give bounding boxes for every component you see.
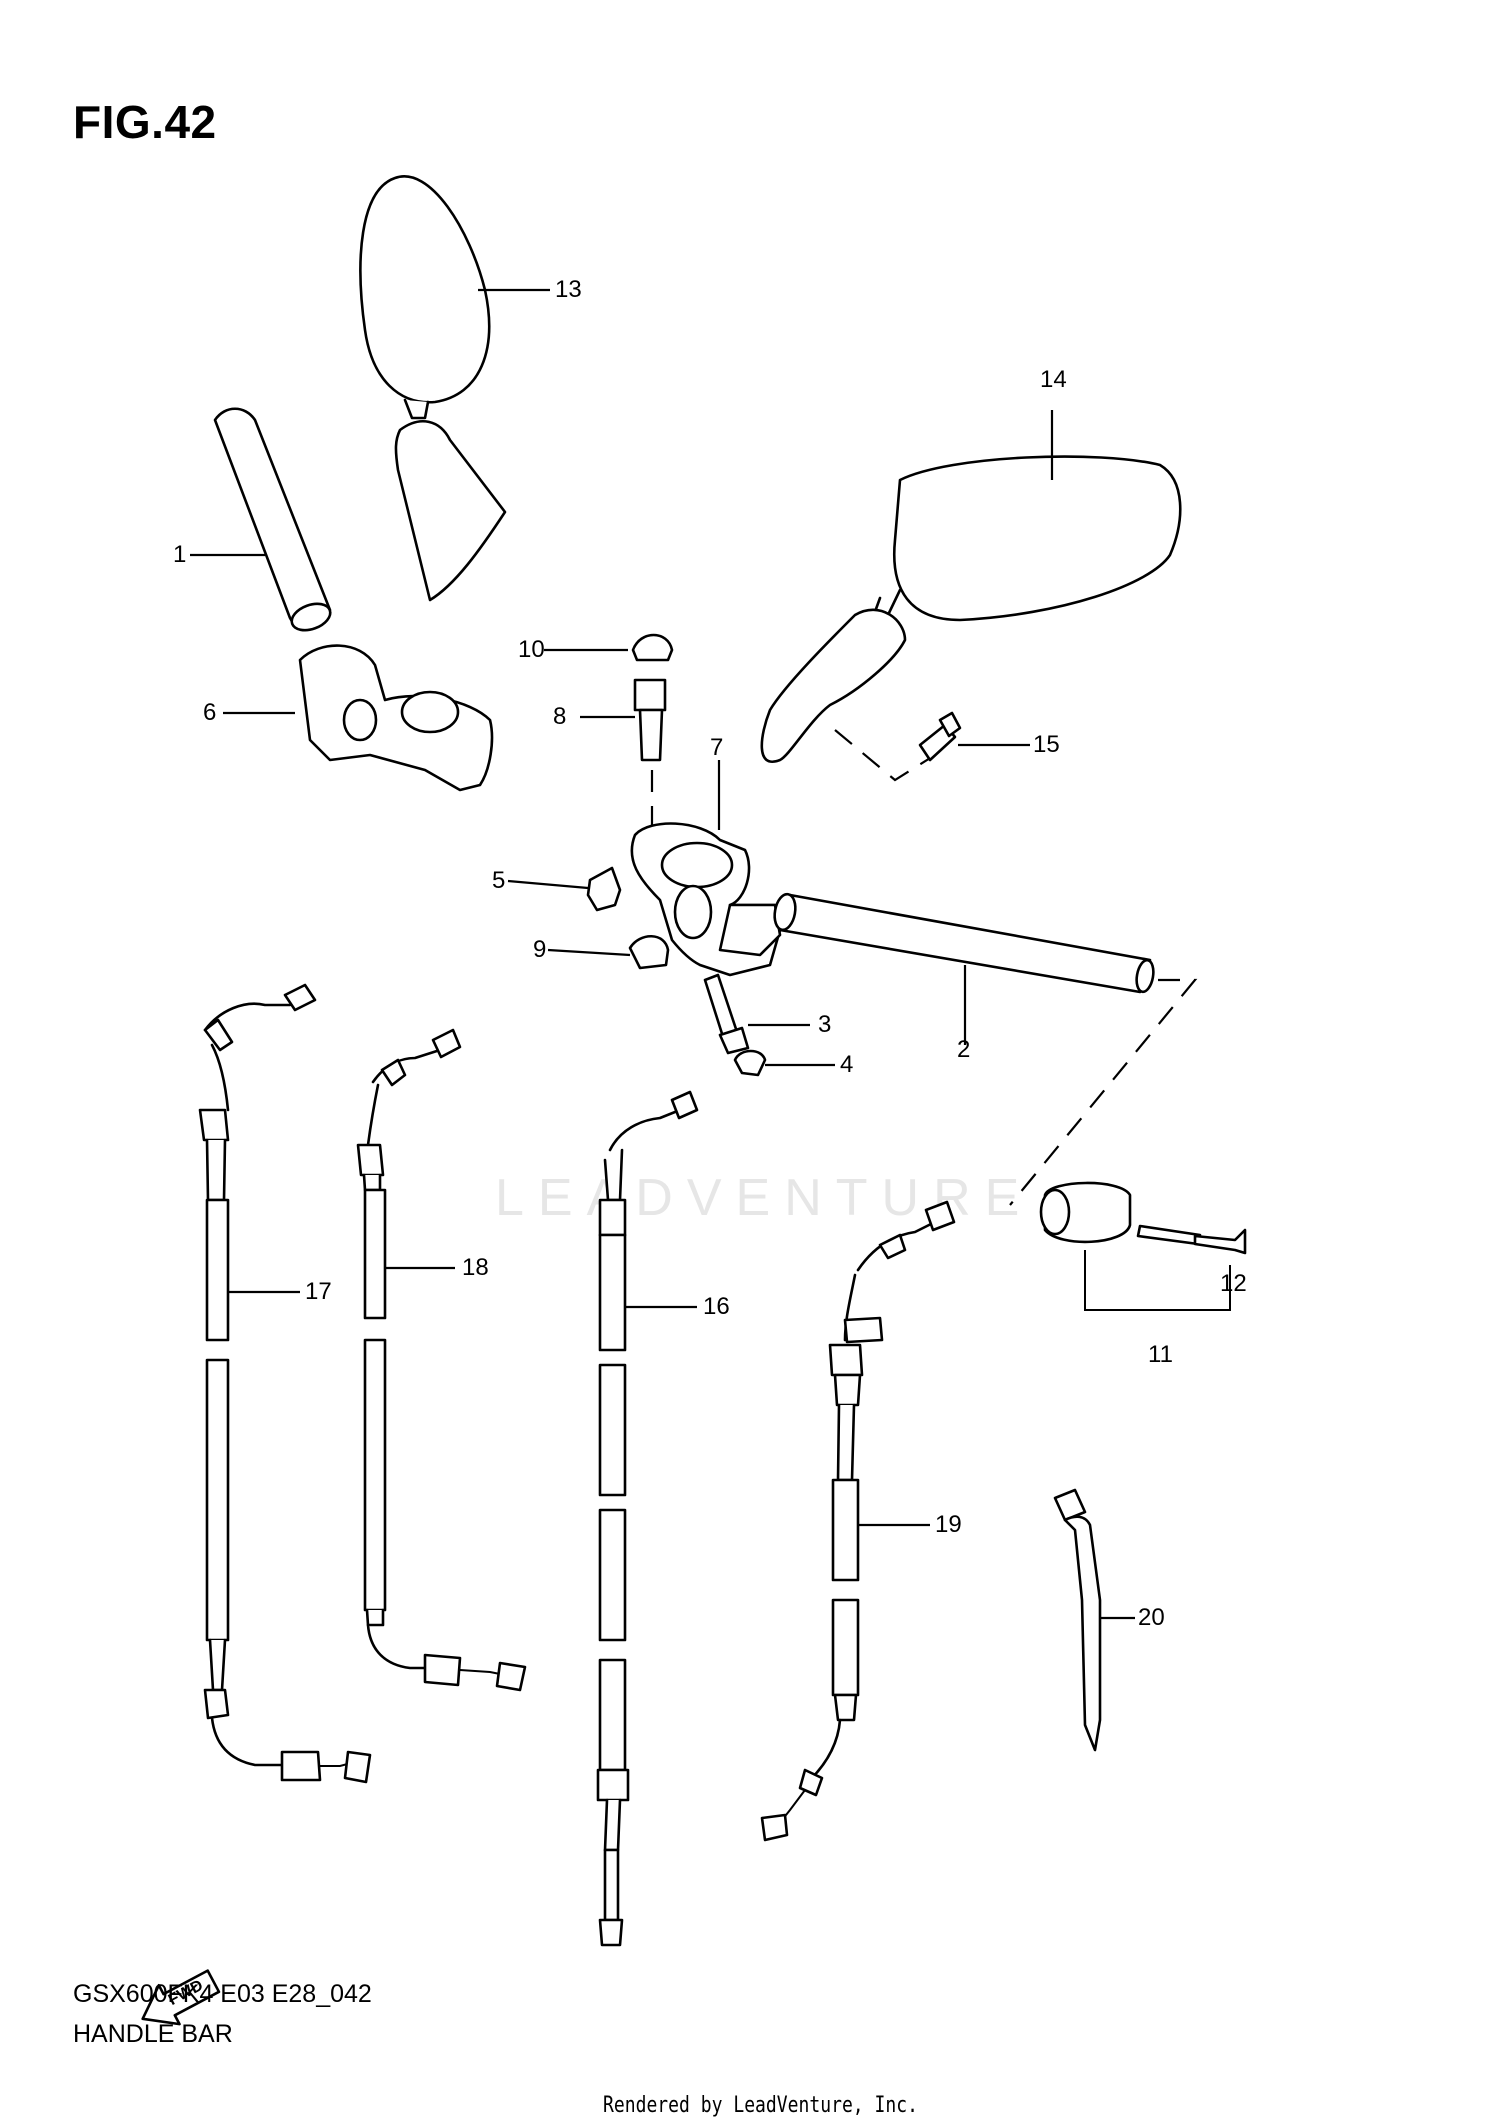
part-3-bolt[interactable]: [703, 973, 750, 1055]
part-14-right-mirror[interactable]: [760, 455, 1182, 782]
part-6-left-handlebar-holder[interactable]: [298, 644, 494, 792]
callout-11[interactable]: 11: [1148, 1341, 1173, 1368]
part-15-mirror-bolt[interactable]: [918, 711, 962, 762]
part-17-throttle-cable[interactable]: [198, 983, 372, 1784]
callout-18[interactable]: 18: [462, 1254, 489, 1281]
callout-7[interactable]: 7: [710, 734, 724, 761]
callout-20[interactable]: 20: [1138, 1604, 1165, 1631]
part-5-nut[interactable]: [586, 866, 622, 912]
part-18-throttle-cable[interactable]: [356, 1028, 527, 1692]
callout-3[interactable]: 3: [818, 1011, 832, 1038]
part-7-right-handlebar-holder[interactable]: [630, 822, 782, 977]
part-12-screw[interactable]: [1136, 1224, 1247, 1255]
callout-14[interactable]: 14: [1040, 366, 1067, 393]
callout-12[interactable]: 12: [1220, 1270, 1247, 1297]
callout-16[interactable]: 16: [703, 1293, 730, 1320]
figure-title: FIG.42: [73, 96, 217, 148]
callout-2[interactable]: 2: [957, 1036, 971, 1063]
callout-15[interactable]: 15: [1033, 731, 1060, 758]
part-20-cable-tie[interactable]: [1053, 1488, 1102, 1752]
callout-5[interactable]: 5: [492, 867, 506, 894]
model-code: GSX600FK4 E03 E28_042: [73, 1980, 372, 2008]
part-9-nut[interactable]: [628, 934, 670, 970]
part-11-balancer[interactable]: [1039, 1181, 1231, 1311]
section-name: HANDLE BAR: [73, 2020, 233, 2048]
part-16-clutch-cable[interactable]: [596, 1090, 699, 1947]
callout-6[interactable]: 6: [203, 699, 217, 726]
leader-lines: [190, 288, 1135, 1620]
callout-10[interactable]: 10: [518, 636, 545, 663]
callout-19[interactable]: 19: [935, 1511, 962, 1538]
part-8-bolt[interactable]: [633, 678, 667, 850]
part-13-left-mirror[interactable]: [359, 175, 507, 602]
part-1-left-handlebar-tube[interactable]: [213, 407, 334, 635]
part-10-cap[interactable]: [631, 633, 674, 662]
part-2-right-handlebar-tube[interactable]: [772, 892, 1198, 1206]
callout-17[interactable]: 17: [305, 1278, 332, 1305]
callout-8[interactable]: 8: [553, 703, 567, 730]
callout-1[interactable]: 1: [173, 541, 187, 568]
callout-9[interactable]: 9: [533, 936, 547, 963]
rendered-by-credit: Rendered by LeadVenture, Inc.: [603, 2093, 918, 2118]
callout-13[interactable]: 13: [555, 276, 582, 303]
fwd-arrow-icon: [141, 1969, 221, 2026]
part-19-cable[interactable]: [760, 1200, 956, 1842]
callout-4[interactable]: 4: [840, 1051, 854, 1078]
part-4-plug[interactable]: [733, 1049, 767, 1077]
